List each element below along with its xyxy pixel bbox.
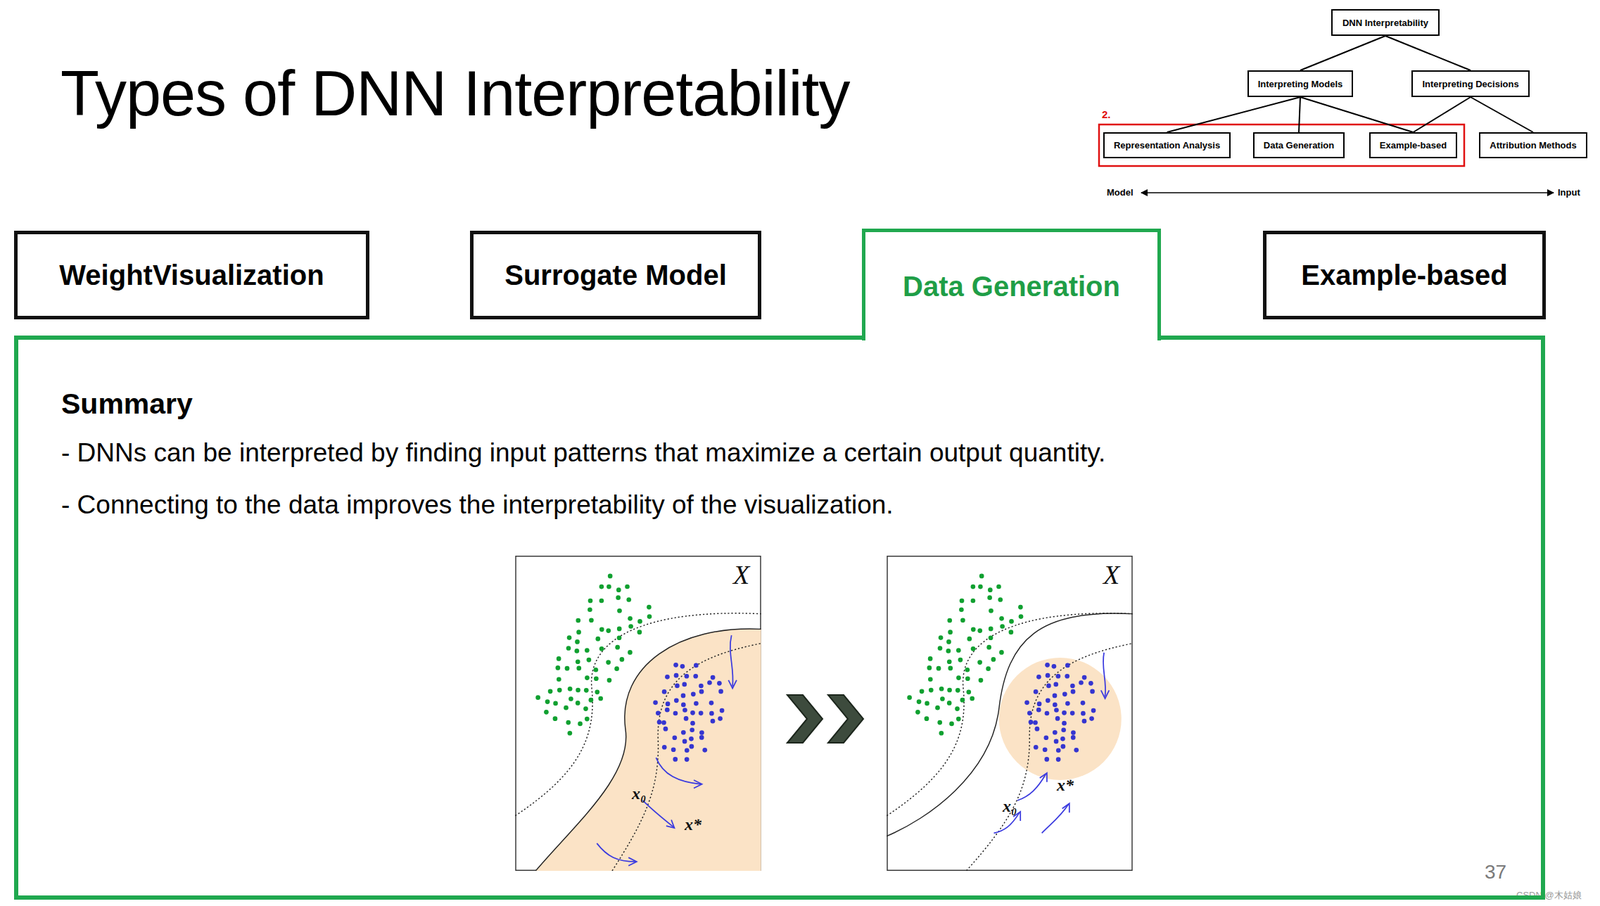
content-panel: Summary - DNNs can be interpreted by find…	[14, 335, 1546, 900]
point-label: x*	[1056, 776, 1074, 794]
tab-box: Example-based	[1262, 230, 1546, 320]
space-symbol: X	[733, 561, 750, 589]
node-label: Attribution Methods	[1489, 140, 1577, 151]
page-title: Types of DNN Interpretability	[60, 61, 850, 126]
node-label: Data Generation	[902, 270, 1121, 303]
illustration-right	[886, 555, 1133, 872]
tree-box: Interpreting Decisions	[1411, 70, 1529, 98]
bullet-text: - DNNs can be interpreted by finding inp…	[61, 438, 1494, 468]
tree-box: Data Generation	[1253, 132, 1345, 159]
node-label: Data Generation	[1263, 140, 1335, 151]
space-symbol: X	[1103, 561, 1120, 589]
node-label: Example-based	[1379, 140, 1447, 151]
axis-arrow	[1141, 192, 1554, 194]
page-number: 37	[1484, 862, 1507, 883]
point-label: x₀	[631, 785, 646, 803]
active-tab: Data Generation	[861, 228, 1161, 341]
node-label: Representation Analysis	[1113, 140, 1221, 151]
chevron-arrow	[785, 693, 867, 745]
node-label: Interpreting Decisions	[1421, 78, 1519, 90]
node-label: Interpreting Models	[1258, 78, 1344, 90]
node-label: Surrogate Model	[504, 259, 727, 292]
tree-connector	[1300, 35, 1386, 71]
tree-connector	[1470, 97, 1534, 133]
tree-box: Attribution Methods	[1478, 132, 1587, 159]
node-label: Example-based	[1300, 259, 1508, 292]
point-label: x₀	[1002, 797, 1017, 815]
tab-box: WeightVisualization	[14, 230, 370, 320]
panel-heading: Summary	[61, 387, 1494, 421]
tab-box: Surrogate Model	[470, 230, 762, 320]
point-label: x*	[684, 816, 702, 834]
bullet-text: - Connecting to the data improves the in…	[61, 490, 1494, 520]
tree-box: DNN Interpretability	[1331, 9, 1440, 36]
callout-number: 2.	[1101, 109, 1111, 120]
tree-box: Interpreting Models	[1247, 70, 1354, 98]
node-label: DNN Interpretability	[1342, 17, 1429, 29]
tree-connector	[1300, 97, 1414, 133]
tree-connector	[1166, 97, 1301, 133]
axis-label: Input	[1557, 187, 1581, 198]
tree-connector	[1385, 35, 1471, 71]
tree-connector	[1298, 97, 1301, 133]
tree-connector	[1413, 97, 1472, 133]
tree-box: Representation Analysis	[1103, 132, 1231, 159]
illustration-left	[515, 555, 762, 872]
node-label: WeightVisualization	[59, 259, 324, 292]
axis-label: Model	[1106, 187, 1134, 198]
tree-box: Example-based	[1369, 132, 1458, 159]
